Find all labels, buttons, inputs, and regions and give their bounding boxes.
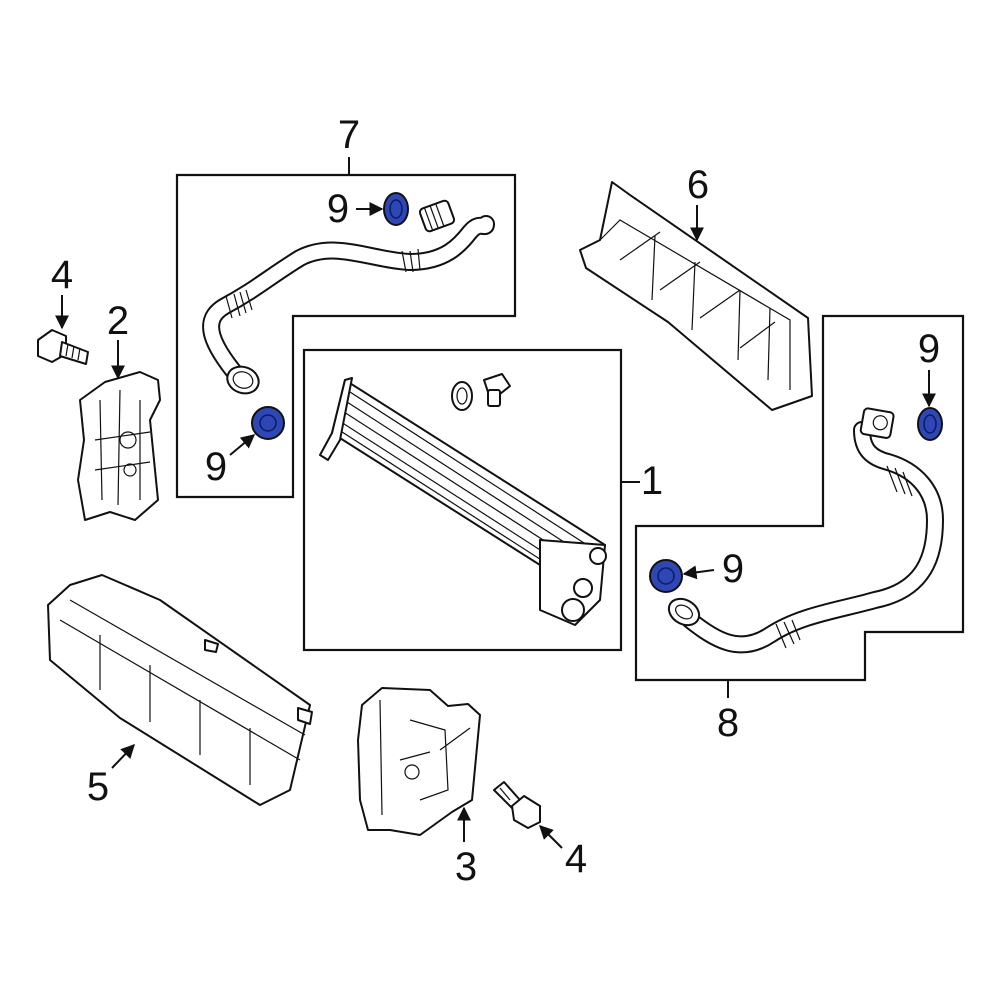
callout-1: 1 xyxy=(641,459,663,503)
seal-9-right[interactable] xyxy=(917,407,943,441)
callout-9b-leader xyxy=(229,434,256,456)
seal-9-left[interactable] xyxy=(649,559,683,593)
callout-2: 2 xyxy=(107,299,129,343)
cooler-1-box xyxy=(302,348,623,652)
callout-4a: 4 xyxy=(51,253,73,297)
callout-9a: 9 xyxy=(327,187,349,231)
callout-5: 5 xyxy=(87,765,109,809)
cooler-1-group xyxy=(302,348,640,652)
deflector-5[interactable] xyxy=(47,574,313,806)
hose-7-group xyxy=(175,157,517,499)
washer[interactable] xyxy=(451,381,473,411)
deflector-6[interactable] xyxy=(579,181,813,411)
hose-8-box xyxy=(634,314,965,682)
callout-9c: 9 xyxy=(918,327,940,371)
callout-4b-leader xyxy=(539,825,563,849)
seal-9-lower[interactable] xyxy=(251,406,285,440)
callout-8: 8 xyxy=(717,701,739,745)
bolt-4-lower[interactable] xyxy=(493,781,541,829)
seal-9-upper[interactable] xyxy=(383,192,409,226)
callout-9d: 9 xyxy=(722,547,744,591)
drain-plug[interactable] xyxy=(483,373,511,407)
hose-8-group xyxy=(634,314,965,698)
hose-7-box xyxy=(175,173,517,499)
callout-4b: 4 xyxy=(565,837,587,881)
callout-3: 3 xyxy=(455,845,477,889)
callout-9d-leader xyxy=(682,565,715,580)
hose-7[interactable] xyxy=(202,199,495,398)
bracket-3[interactable] xyxy=(357,687,481,836)
bracket-2[interactable] xyxy=(77,371,161,521)
callout-6: 6 xyxy=(687,163,709,207)
intercooler-core[interactable] xyxy=(319,377,607,626)
bolt-4-upper[interactable] xyxy=(37,329,89,365)
callout-7: 7 xyxy=(338,113,360,157)
callout-5-leader xyxy=(111,743,135,769)
hose-8[interactable] xyxy=(664,407,944,654)
callout-9b: 9 xyxy=(205,445,227,489)
